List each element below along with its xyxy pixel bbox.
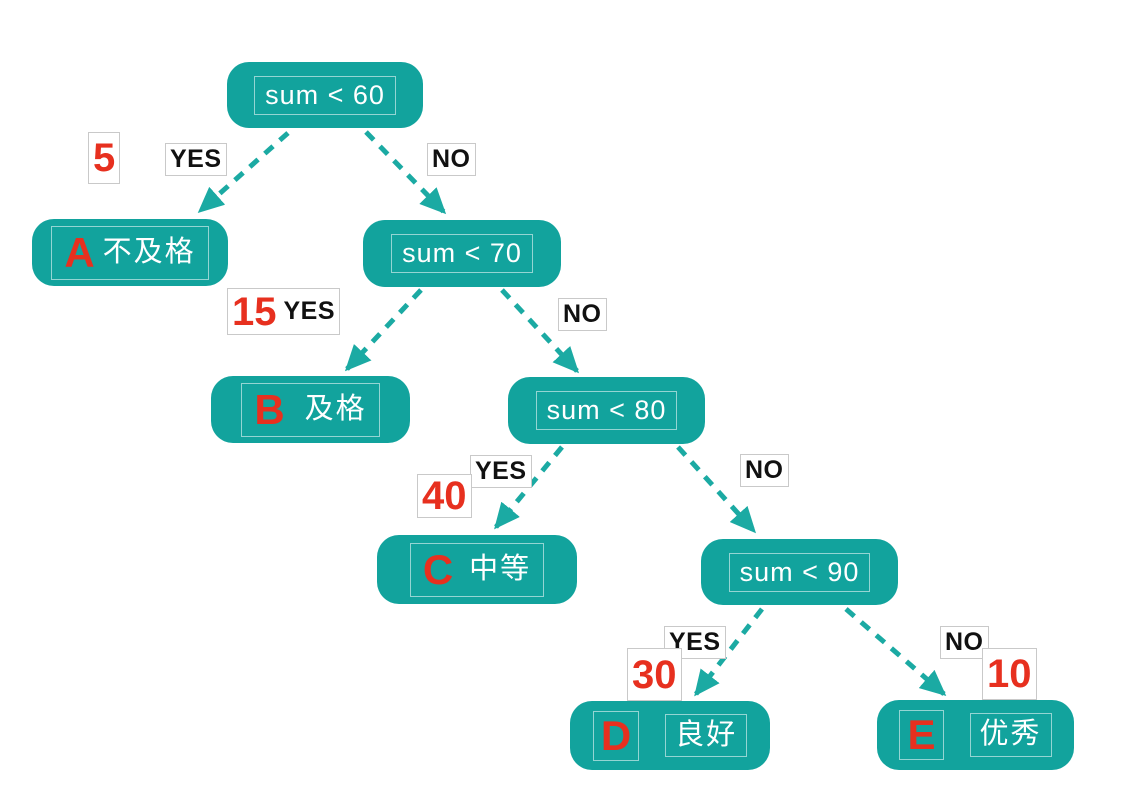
grade-letter: D: [600, 711, 632, 759]
branch-count: 5: [93, 136, 116, 180]
branch-count: 40: [422, 474, 467, 518]
branch-label-no-1: NO: [427, 143, 476, 176]
branch-count: 15: [232, 289, 277, 334]
branch-label-yes-4: YES: [664, 626, 726, 659]
branch-count: 30: [632, 652, 677, 697]
branch-answer: NO: [432, 145, 471, 173]
branch-answer: NO: [745, 456, 784, 484]
condition-text: sum < 60: [254, 75, 396, 115]
branch-label-count-30: 30: [627, 648, 682, 701]
grade-letter: A: [64, 228, 95, 276]
node-gradeE: E 优秀: [877, 700, 1074, 770]
node-q70: sum < 70: [363, 220, 561, 287]
grade-text: 良好: [675, 718, 738, 751]
branch-answer: YES: [283, 297, 336, 325]
edge-q80-yes-arrow: [494, 445, 564, 530]
grade-text-box: 良好: [665, 713, 748, 758]
branch-answer: YES: [170, 145, 222, 173]
branch-answer: NO: [563, 300, 602, 328]
grade-textbox: C 中等: [409, 542, 545, 597]
branch-label-no-2: NO: [558, 298, 607, 331]
node-gradeC: C 中等: [377, 535, 577, 604]
edge-q90-no-arrow: [844, 607, 947, 696]
branch-answer: NO: [945, 628, 984, 656]
node-q80: sum < 80: [508, 377, 705, 444]
node-gradeB: B 及格: [211, 376, 410, 443]
branch-label-yes-3: YES: [470, 455, 532, 488]
grade-text: 中等: [469, 552, 532, 585]
grade-text: 及格: [304, 392, 367, 425]
branch-label-no-3: NO: [740, 454, 789, 487]
node-q60: sum < 60: [227, 62, 423, 128]
grade-letter-box: D: [592, 710, 640, 761]
grade-letter-box: E: [899, 710, 944, 760]
branch-count: 10: [987, 652, 1032, 696]
grade-textbox: B 及格: [241, 382, 380, 437]
branch-label-no-4: NO: [940, 626, 989, 659]
grade-text: 不及格: [102, 235, 196, 268]
branch-answer: YES: [475, 457, 527, 485]
grade-text-box: 优秀: [969, 713, 1052, 757]
branch-label-count-40: 40: [417, 474, 472, 518]
branch-label-count-5: 5: [88, 132, 121, 184]
grade-letter: E: [907, 711, 936, 758]
grade-letter: B: [254, 385, 285, 433]
grade-text: 优秀: [979, 718, 1042, 751]
edge-q90-yes-arrow: [694, 607, 764, 697]
condition-text: sum < 70: [391, 234, 533, 273]
condition-text: sum < 90: [728, 552, 871, 592]
edge-q70-yes-arrow: [344, 288, 423, 372]
node-q90: sum < 90: [701, 539, 898, 605]
branch-label-yes-1: YES: [165, 143, 227, 176]
condition-text: sum < 80: [535, 391, 678, 430]
grade-letter: C: [422, 545, 454, 593]
node-gradeD: D 良好: [570, 701, 770, 770]
branch-label-count-10: 10: [982, 648, 1037, 700]
